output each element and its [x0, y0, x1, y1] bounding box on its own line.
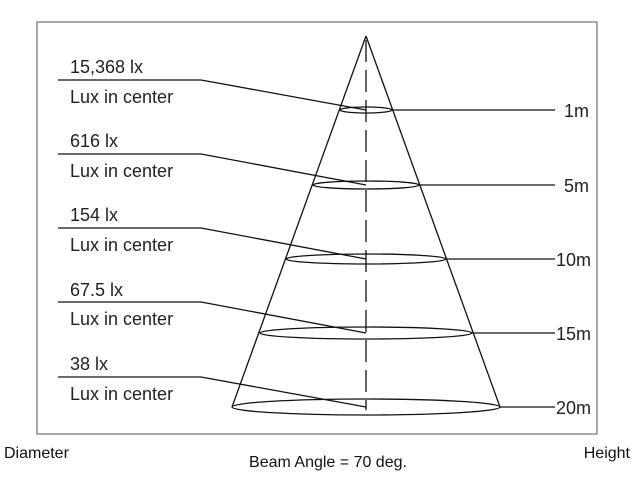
- diagram-frame: [36, 21, 598, 435]
- level-20m: 38 lx Lux in center 20m: [58, 354, 591, 418]
- leader-line-10m: [58, 227, 367, 260]
- height-label-20m: 20m: [556, 398, 591, 418]
- height-axis-label: Height: [584, 445, 631, 462]
- lux-caption-1m: Lux in center: [70, 87, 173, 107]
- leader-line-15m: [58, 301, 367, 334]
- diameter-label: Diameter: [4, 445, 70, 462]
- height-label-1m: 1m: [564, 101, 589, 121]
- level-5m: 616 lx Lux in center 5m: [58, 131, 589, 196]
- leader-line-20m: [58, 376, 367, 408]
- height-label-5m: 5m: [564, 176, 589, 196]
- lux-value-20m: 38 lx: [70, 354, 108, 374]
- level-10m: 154 lx Lux in center 10m: [58, 205, 591, 270]
- beam-angle-label: Beam Angle = 70 deg.: [249, 454, 407, 471]
- cone-left-edge: [231, 35, 367, 408]
- leader-line-5m: [58, 153, 367, 186]
- lux-value-5m: 616 lx: [70, 131, 118, 151]
- leader-line-1m: [58, 79, 367, 111]
- lux-caption-20m: Lux in center: [70, 384, 173, 404]
- lux-caption-5m: Lux in center: [70, 161, 173, 181]
- lux-value-10m: 154 lx: [70, 205, 118, 225]
- cone-right-edge: [365, 35, 501, 408]
- lux-value-15m: 67.5 lx: [70, 280, 123, 300]
- level-15m: 67.5 lx Lux in center 15m: [58, 280, 591, 344]
- height-label-15m: 15m: [556, 324, 591, 344]
- lux-caption-10m: Lux in center: [70, 235, 173, 255]
- level-1m: 15,368 lx Lux in center 1m: [58, 57, 589, 121]
- lux-caption-15m: Lux in center: [70, 309, 173, 329]
- height-label-10m: 10m: [556, 250, 591, 270]
- lux-value-1m: 15,368 lx: [70, 57, 143, 77]
